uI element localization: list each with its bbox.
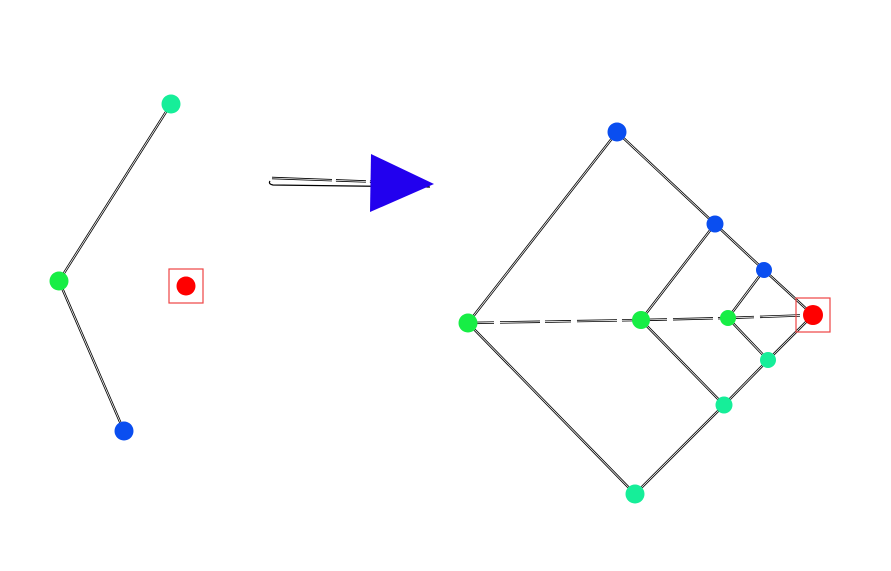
left-node-b [49,271,69,291]
right-edge-top-left [467,131,618,324]
transform-arrow [268,154,434,212]
left-node-c [114,421,134,441]
right-dashed-edge-left-m1 [467,318,642,325]
right-highlight-marker [795,297,831,333]
right-edge-u2-m2 [727,269,765,319]
right-edge-m2-d2 [727,317,769,361]
right-node-left [458,313,478,333]
right-edge-top-u1 [616,131,716,225]
right-dashed-edge-m1-m2 [640,316,729,322]
right-edge-u1-m1 [640,223,716,321]
right-node-bottom [625,484,645,504]
right-node-red [803,305,823,325]
right-node-m2 [720,310,736,326]
right-node-d2 [760,352,776,368]
right-edge-m1-d1 [640,319,725,406]
left-highlight-marker [168,268,204,304]
transform-arrow-head [370,154,434,212]
left-graph [49,94,204,441]
left-node-r [176,276,196,296]
right-edge-d1-d2 [723,359,769,406]
left-edge-a-b [57,103,173,282]
right-edge-d2-red [767,314,814,361]
right-edge-bottom-d1 [634,404,725,495]
right-node-m1 [632,311,650,329]
left-node-a [161,94,181,114]
right-node-u2 [756,262,772,278]
right-graph [458,122,831,504]
right-edge-left-bottom [467,322,636,495]
right-node-top [607,122,627,142]
right-edge-u2-red [763,269,814,316]
right-node-u1 [706,215,724,233]
left-edge-b-c [57,280,126,432]
right-node-d1 [715,396,733,414]
right-dashed-edge-m2-red [727,313,814,320]
right-edge-u1-u2 [714,223,765,271]
